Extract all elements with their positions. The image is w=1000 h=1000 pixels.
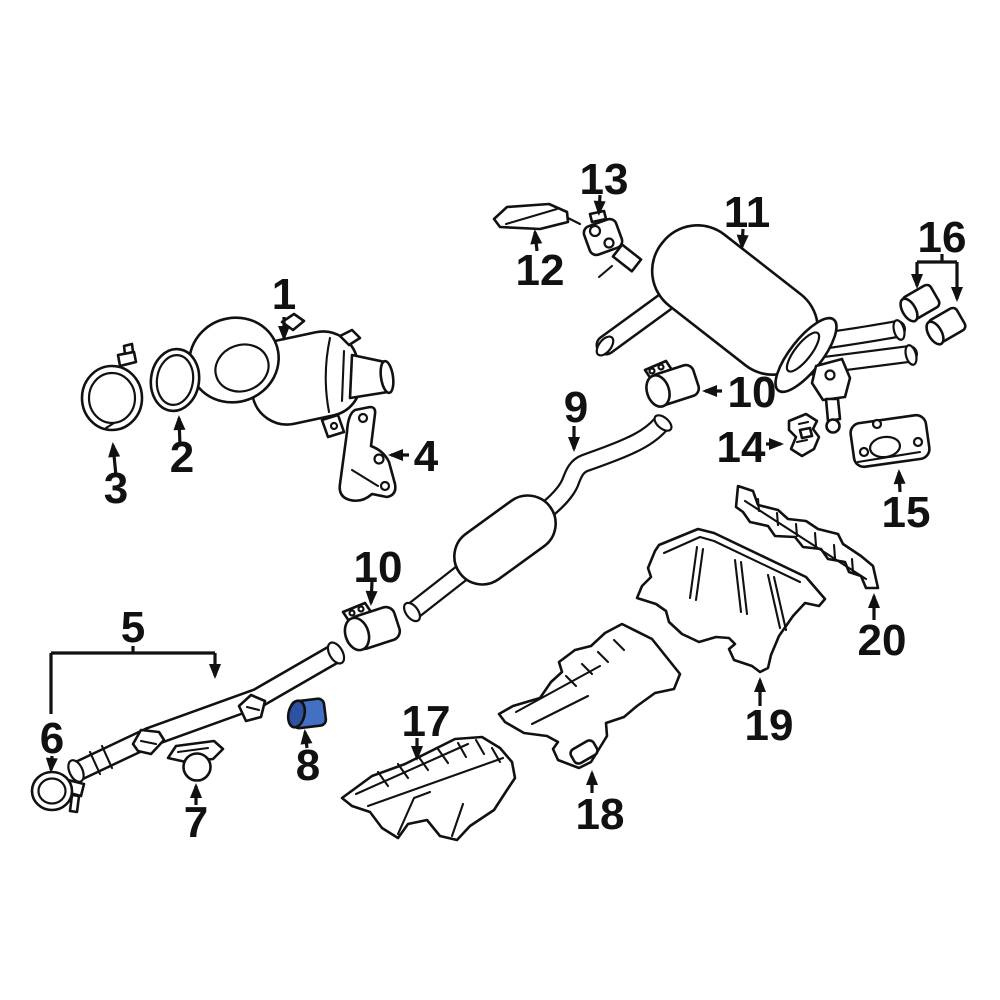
arrow-3 (108, 442, 121, 477)
part-7-hanger-bracket (166, 739, 225, 782)
part-label-4: 4 (414, 432, 439, 481)
part-label-1: 1 (272, 270, 296, 319)
part-2-exhaust-gasket (149, 347, 201, 413)
part-label-14: 14 (717, 423, 766, 472)
part-15-mounting-plate (849, 413, 931, 469)
part-10-exhaust-clamp-center (341, 601, 402, 652)
part-16-tailpipe-tips (899, 283, 967, 346)
part-8-connector-sleeve (286, 697, 328, 730)
part-label-3: 3 (104, 464, 128, 513)
part-11-rear-muffler (595, 224, 918, 434)
part-label-20: 20 (858, 616, 907, 665)
part-17-front-heat-shield (340, 735, 517, 842)
part-label-16: 16 (918, 213, 967, 262)
part-3-v-band-clamp (80, 342, 144, 432)
part-9-center-pipe (402, 414, 673, 623)
part-label-10-center: 10 (354, 543, 403, 592)
part-label-10-rear: 10 (728, 368, 777, 417)
part-label-5: 5 (121, 603, 145, 652)
part-label-12: 12 (516, 246, 565, 295)
part-10-exhaust-clamp-rear (643, 359, 701, 408)
arrow-10-center (365, 581, 378, 606)
callout-labels: 1 2 3 4 5 6 7 8 9 10 10 11 12 13 14 15 1… (40, 155, 967, 847)
arrow-15 (893, 469, 906, 493)
part-label-9: 9 (564, 383, 588, 432)
part-5-front-exhaust-pipe (67, 641, 346, 783)
part-12-muffler-bracket (492, 202, 582, 231)
muffler-hanger-bracket (810, 357, 852, 434)
part-label-19: 19 (745, 701, 794, 750)
part-label-15: 15 (882, 488, 931, 537)
part-label-2: 2 (170, 433, 194, 482)
part-20-crossmember-heat-shield (734, 484, 880, 590)
arrow-2 (173, 415, 186, 447)
part-label-7: 7 (184, 798, 208, 847)
part-label-17: 17 (402, 697, 451, 746)
part-14-rubber-mount (787, 412, 821, 458)
resonator (453, 494, 557, 586)
bracket-16 (917, 254, 957, 264)
part-18-center-heat-shield (497, 622, 682, 770)
part-label-18: 18 (576, 790, 625, 839)
part-6-pipe-clamp (30, 770, 86, 814)
arrow-11 (736, 228, 749, 250)
callout-arrows (45, 194, 963, 805)
arrow-13 (593, 194, 606, 216)
part-label-8: 8 (296, 741, 320, 790)
arrow-12 (530, 229, 543, 252)
part-label-11: 11 (724, 188, 771, 237)
part-4-support-bracket (338, 405, 397, 503)
arrow-8 (300, 729, 313, 749)
arrow-6 (45, 755, 58, 773)
part-label-13: 13 (580, 155, 629, 204)
part-19-rear-heat-shield (635, 527, 827, 674)
bracket-5 (49, 646, 215, 714)
part-label-6: 6 (40, 714, 64, 763)
